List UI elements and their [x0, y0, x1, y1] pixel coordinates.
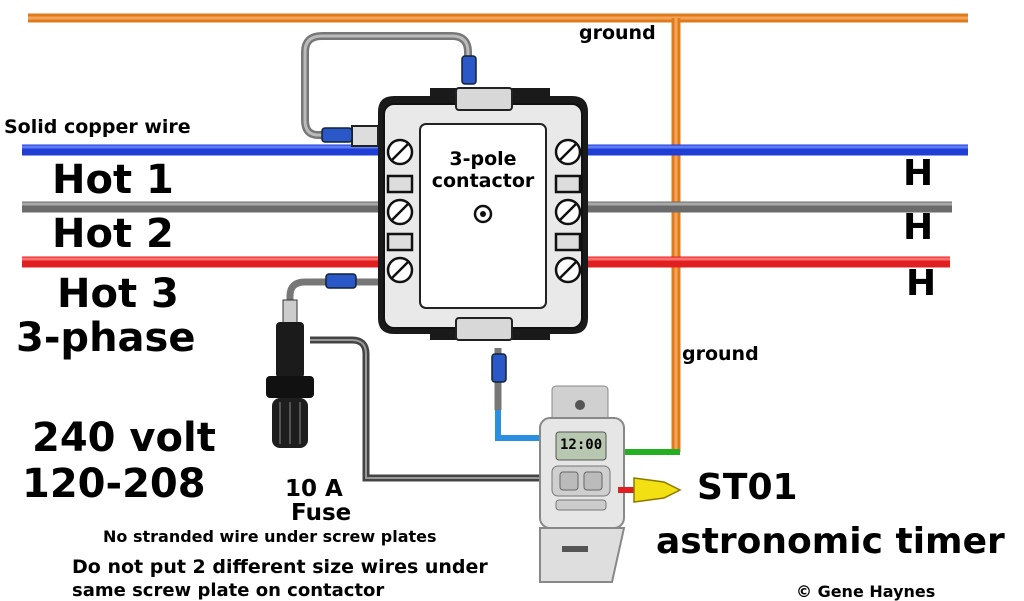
voltage-120-208-label: 120-208 [22, 461, 206, 507]
fuse-label-line1: 10 A [285, 476, 343, 502]
three-phase-label: 3-phase [16, 315, 196, 361]
contactor-terminals [386, 138, 582, 284]
contactor-label-line1: 3-pole [449, 148, 517, 170]
h2-label: H [903, 207, 934, 248]
copyright-label: © Gene Haynes [796, 582, 936, 601]
contactor-label-line2: contactor [431, 170, 535, 192]
voltage-240-label: 240 volt [32, 415, 216, 461]
hot3-wire [22, 256, 950, 268]
fuse-feed-wire [286, 278, 380, 305]
h3-label: H [906, 263, 937, 304]
hot1-label: Hot 1 [52, 157, 174, 203]
fuse-label-line2: Fuse [291, 500, 352, 526]
ground-wire [28, 13, 968, 452]
h1-label: H [903, 153, 934, 194]
note-wire-size-line2: same screw plate on contactor [72, 580, 385, 601]
neutral-wire [310, 336, 548, 482]
note-wire-size-line1: Do not put 2 different size wires under [72, 556, 488, 578]
hot2-label: Hot 2 [52, 211, 174, 257]
note-stranded-wire: No stranded wire under screw plates [103, 527, 437, 546]
hot2-wire [22, 201, 952, 213]
timer-description-label: astronomic timer [656, 521, 1005, 562]
crimp-connectors [321, 55, 507, 383]
ground-label-mid: ground [682, 343, 759, 365]
hot3-label: Hot 3 [57, 271, 179, 317]
fuse-holder [266, 299, 314, 448]
hot1-wire [22, 144, 968, 156]
solid-copper-label: Solid copper wire [4, 116, 191, 138]
astronomic-timer [539, 385, 626, 583]
contactor [351, 87, 588, 341]
timer-display-text: 12:00 [560, 437, 603, 453]
timer-model-label: ST01 [697, 467, 798, 508]
wire-nut [618, 477, 682, 503]
ground-label-top: ground [579, 22, 656, 44]
